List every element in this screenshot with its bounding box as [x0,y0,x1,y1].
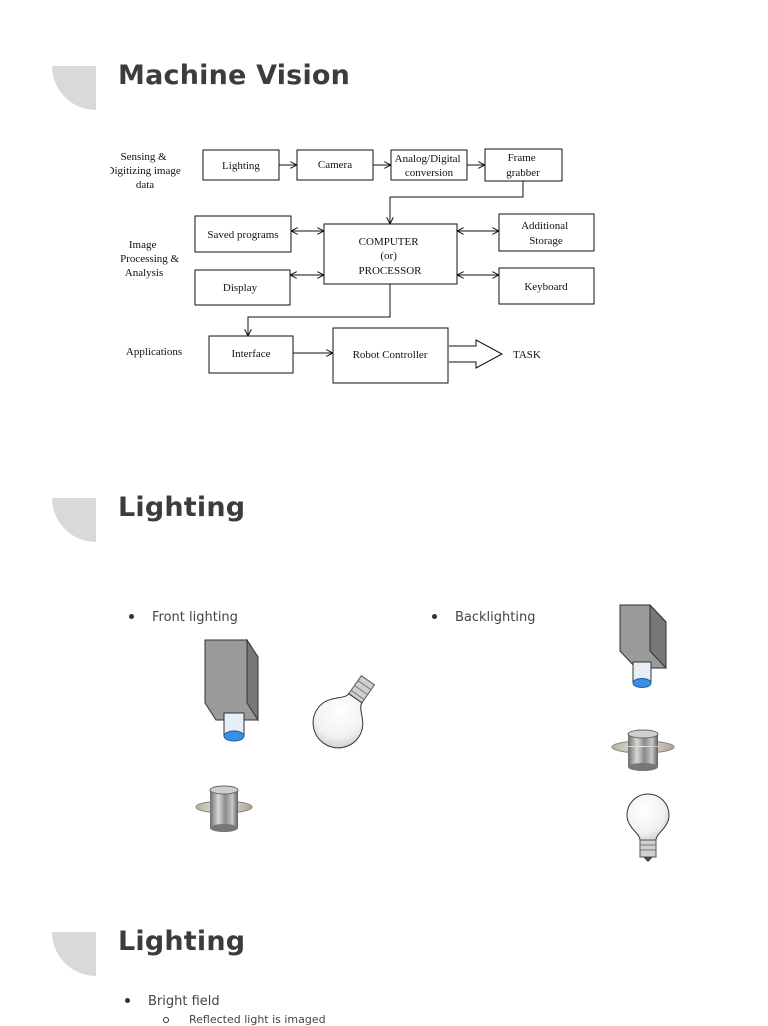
slide-machine-vision: Machine Vision Sensing & Digitizing imag… [0,0,768,440]
camera-icon [204,638,259,742]
svg-text:Keyboard: Keyboard [524,281,568,293]
row-label-processing: Image Processing & Analysis [120,239,182,279]
box-frame-grabber: Frame grabber [484,148,563,182]
row-label-sensing: Sensing & Digitizing image data [110,151,183,191]
svg-text:Saved programs: Saved programs [207,229,278,241]
metal-part-icon [195,785,253,832]
slide-lighting-2: Lighting Bright field Reflected light is… [0,890,768,1026]
svg-text:Robot Controller: Robot Controller [353,349,428,361]
camera-icon [619,603,667,688]
box-camera: Camera [296,149,374,181]
bullet-backlighting: Backlighting [432,610,535,625]
slide-title: Lighting [118,926,246,957]
sub-bullet-ring [163,1017,169,1023]
box-additional-storage: Additional Storage [498,213,595,252]
box-saved-programs: Saved programs [194,215,292,253]
slide-title: Machine Vision [118,60,351,91]
box-computer: COMPUTER (or) PROCESSOR [323,223,458,285]
svg-text:Analog/Digital convers: Analog/Digital conversion [395,153,464,179]
box-display: Display [194,269,291,306]
subbullet-reflected-light: Reflected light is imaged [163,1013,326,1026]
svg-text:Lighting: Lighting [222,160,260,172]
slide-title: Lighting [118,492,246,523]
front-lighting-illustration [195,638,376,832]
slide-decoration-icon [52,66,96,110]
svg-text:Frame grabber: Frame grabber [506,152,540,179]
bullet-bright-field: Bright field [125,994,220,1009]
machine-vision-block-diagram: Sensing & Digitizing image data Image Pr… [110,148,595,384]
light-bulb-icon [312,674,376,749]
slide-lighting-1: Lighting Front lighting Backlighting [0,440,768,890]
svg-text:COMPUTER (or): COMPUTER (or) PROCESSOR [359,236,423,277]
light-bulb-icon [626,793,670,862]
bullet-dot [129,614,134,619]
svg-text:Additional Storage: Additional Storage [521,220,571,247]
task-block-arrow [449,339,504,369]
svg-text:Camera: Camera [318,159,352,171]
bullet-dot [432,614,437,619]
backlighting-illustration [611,603,675,862]
svg-text:Interface: Interface [231,348,270,360]
box-lighting: Lighting [202,149,280,181]
slide-decoration-icon [52,498,96,542]
bullet-dot [125,998,130,1003]
bullet-front-lighting: Front lighting [129,610,238,625]
box-robot-controller: Robot Controller [332,327,449,384]
box-keyboard: Keyboard [498,267,595,305]
row-label-applications: Applications [126,346,182,358]
box-interface: Interface [208,335,294,374]
task-label: TASK [513,349,541,361]
slide-decoration-icon [52,932,96,976]
metal-part-icon [611,729,675,771]
svg-text:Display: Display [223,282,258,294]
box-adc: Analog/Digital conversion [390,149,468,181]
